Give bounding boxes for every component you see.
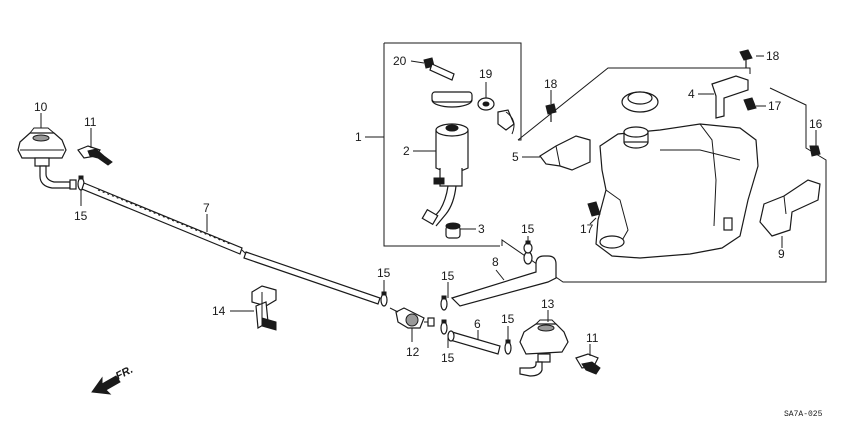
check-valve <box>389 307 435 329</box>
callout-17-upper: 17 <box>768 99 782 113</box>
diagram-code: SA7A-025 <box>784 410 823 419</box>
callout-18-top: 18 <box>766 49 780 63</box>
callout-3: 3 <box>478 222 485 236</box>
callout-11-right: 11 <box>586 331 599 345</box>
motor-strap <box>431 91 473 108</box>
callout-14: 14 <box>212 304 226 318</box>
callout-13: 13 <box>541 297 555 311</box>
hose-clip-left <box>77 145 113 166</box>
callout-11-left: 11 <box>84 115 97 129</box>
long-washer-hose <box>81 182 381 305</box>
short-hose <box>447 330 501 355</box>
nut-19 <box>477 97 495 111</box>
callout-20: 20 <box>393 54 407 68</box>
callout-12: 12 <box>406 345 420 359</box>
callout-18-mid: 18 <box>544 77 558 91</box>
callout-4: 4 <box>688 87 695 101</box>
callout-15-b: 15 <box>377 266 391 280</box>
bolt-18-mid <box>545 103 557 122</box>
callout-1: 1 <box>355 130 362 144</box>
bolt-18-top <box>739 49 753 68</box>
callout-labels: 10 11 15 7 15 14 12 15 15 8 6 15 13 11 1… <box>34 49 823 365</box>
reservoir-cap <box>621 91 659 113</box>
callout-15-d: 15 <box>441 351 455 365</box>
side-bracket <box>759 179 821 237</box>
callout-16: 16 <box>809 117 823 131</box>
callout-15-a: 15 <box>74 209 88 223</box>
hose-clip-right <box>575 353 601 375</box>
callout-5: 5 <box>512 150 519 164</box>
clip-17-lower <box>587 201 601 217</box>
callout-10: 10 <box>34 100 48 114</box>
leader-lines <box>40 55 817 356</box>
callout-2: 2 <box>403 144 410 158</box>
motor-assembly-outline <box>365 42 522 247</box>
mounting-bracket <box>251 285 277 331</box>
hose-clamp-c <box>440 295 448 311</box>
callout-9: 9 <box>778 247 785 261</box>
bolt-20 <box>423 57 455 81</box>
washer-motor <box>421 123 469 227</box>
callout-15-f: 15 <box>521 222 535 236</box>
upper-bracket <box>711 75 749 119</box>
reservoir-bracket <box>539 135 591 171</box>
direction-label: FR. <box>114 364 135 383</box>
washer-nozzle-right <box>519 319 569 377</box>
bolt-16 <box>809 145 821 157</box>
callout-19: 19 <box>479 67 493 81</box>
washer-reservoir <box>595 123 759 259</box>
callout-8: 8 <box>492 255 499 269</box>
hose-clamp-d <box>440 319 448 335</box>
callout-15-e: 15 <box>501 312 515 326</box>
reservoir-group-outline <box>501 67 827 283</box>
callout-15-c: 15 <box>441 269 455 283</box>
grommet-3 <box>445 222 461 239</box>
hose-clamp-b <box>380 291 388 307</box>
callout-17-lower: 17 <box>580 222 594 236</box>
callout-7: 7 <box>203 201 210 215</box>
motor-connector <box>497 109 515 135</box>
front-direction-arrow: FR. <box>91 364 135 395</box>
clip-17-upper <box>743 97 757 111</box>
hose-clamp-f <box>504 339 512 355</box>
callout-6: 6 <box>474 317 481 331</box>
washer-nozzle-left <box>17 127 77 190</box>
